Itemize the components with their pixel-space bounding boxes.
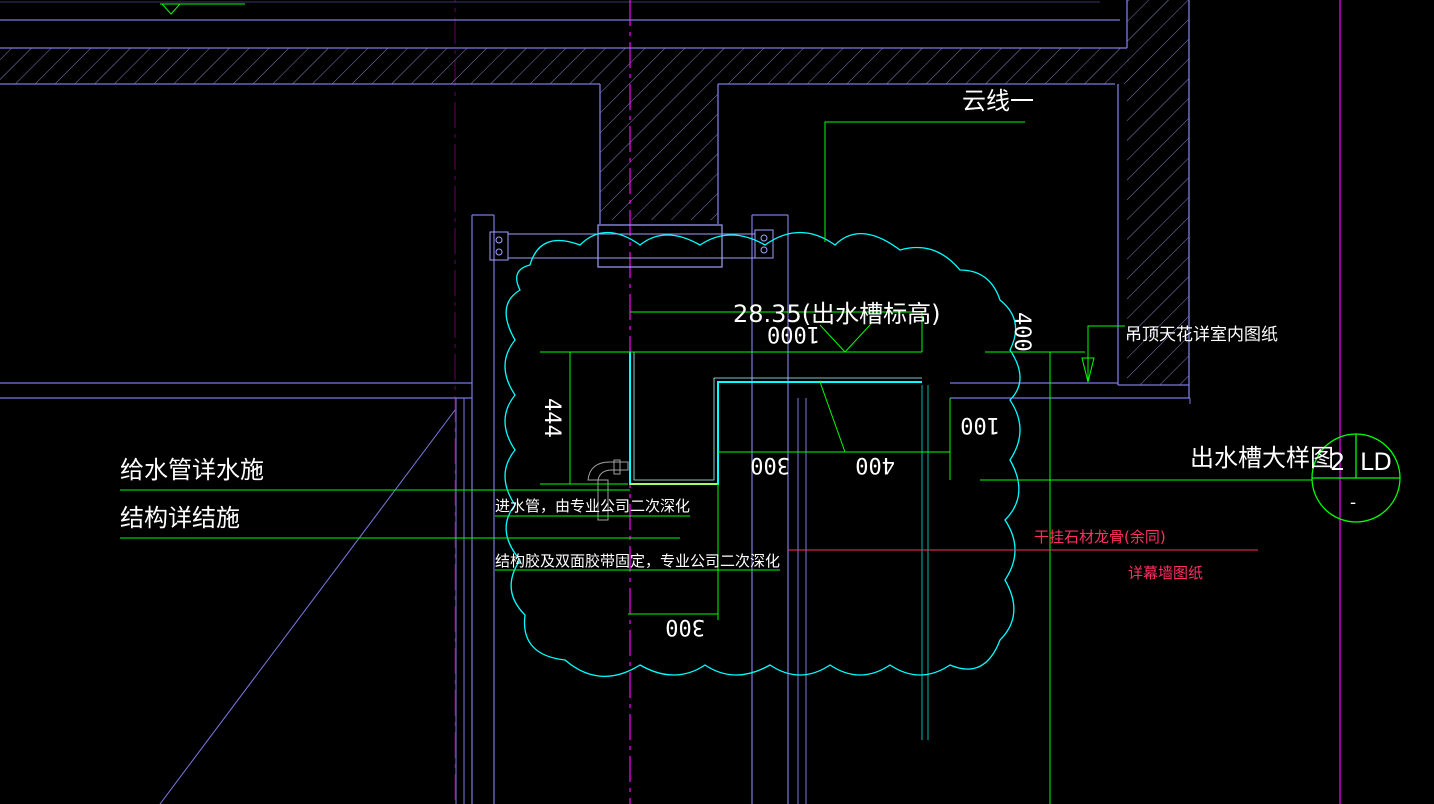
revision-cloud	[504, 232, 1021, 677]
axis-lines	[454, 0, 1341, 804]
detail-symbol	[1311, 433, 1401, 523]
glue-fix-note: 结构胶及双面胶带固定，专业公司二次深化	[495, 552, 780, 570]
inlet-pipe-note: 进水管，由专业公司二次深化	[495, 497, 690, 515]
dim-300-low: 300	[665, 614, 705, 639]
dim-400-vertical: 400	[1009, 312, 1034, 352]
dim-300-mid: 300	[750, 452, 790, 477]
ceiling-note: 吊顶天花详室内图纸	[1125, 325, 1278, 345]
detail-title: 出水槽大样图	[1190, 444, 1334, 472]
water-pipe-label: 给水管详水施	[120, 456, 264, 484]
detail-sheet: LD	[1360, 448, 1392, 476]
elevation-label: 28.35(出水槽标高)	[733, 300, 940, 328]
anchor-brackets	[489, 224, 774, 268]
dim-1000: 1000	[767, 321, 820, 346]
dim-400-bottom: 400	[855, 452, 895, 477]
dimension-lines	[120, 3, 1312, 804]
right-column	[1115, 0, 1190, 398]
curtain-wall-note: 详幕墙图纸	[1128, 564, 1203, 582]
dim-100: 100	[960, 412, 1000, 437]
cloud-line-label: 云线一	[962, 87, 1034, 115]
detail-lower: -	[1350, 493, 1356, 513]
dim-444: 444	[539, 398, 564, 438]
structure-label: 结构详结施	[120, 504, 240, 532]
detail-number: 2	[1330, 448, 1345, 476]
inlet-pipe-fitting	[587, 459, 629, 521]
stone-keel-note: 干挂石材龙骨(余同)	[1034, 528, 1166, 546]
slab-lines	[0, 382, 1191, 804]
mullions	[455, 214, 929, 804]
top-beam	[0, 1, 1120, 224]
